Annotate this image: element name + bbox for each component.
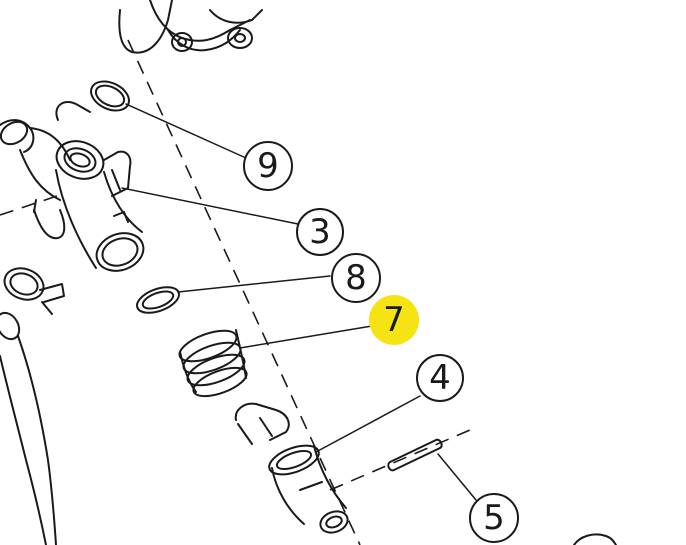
callout-8[interactable]: 8 [331,253,381,303]
cross-axis [0,194,61,216]
callout-7-label: 7 [383,300,405,340]
callout-3[interactable]: 3 [296,208,344,256]
housing-icon [0,101,145,272]
valve-stem-icon [234,402,349,534]
callout-4-label: 4 [429,358,451,398]
callout-7[interactable]: 7 [369,295,419,345]
callout-4[interactable]: 4 [416,354,464,402]
center-axis [127,39,361,545]
callout-5-circle [469,493,519,543]
partial-callout-edge [573,533,617,545]
leader-line-5 [437,453,477,501]
leader-line-8 [177,275,331,293]
upper-housing-icon [118,0,263,54]
callout-9[interactable]: 9 [243,141,293,191]
o-ring-icon [135,286,181,314]
hose-clamp-icon [3,267,65,315]
leader-line-9 [125,103,247,159]
callout-8-circle [331,253,381,303]
leader-line-3 [121,187,299,225]
callout-3-circle [296,208,344,256]
pin-axis [329,429,471,491]
callout-7-highlight [369,295,419,345]
leader-line-7 [239,325,373,349]
o-ring-icon [90,80,130,112]
callout-5-label: 5 [483,498,505,538]
callout-3-label: 3 [309,212,331,252]
callout-4-circle [416,354,464,402]
callout-9-label: 9 [257,146,279,186]
callout-5[interactable]: 5 [469,493,519,543]
pin-icon [387,438,443,472]
leader-line-4 [315,395,421,453]
callout-9-circle [243,141,293,191]
callout-8-label: 8 [345,258,367,298]
hose-icon [0,311,57,545]
spring-icon [178,329,248,398]
